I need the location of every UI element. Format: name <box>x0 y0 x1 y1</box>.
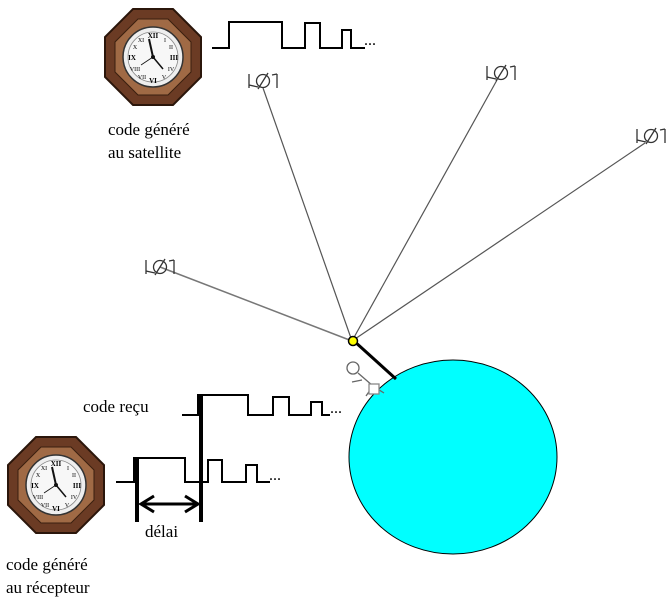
received-code-label: code reçu <box>83 397 149 416</box>
receiver-point <box>347 335 359 347</box>
receiver-code-waveform <box>116 457 270 483</box>
clock-icon <box>7 436 105 534</box>
satellite-icon <box>145 258 175 276</box>
received-code-ellipsis: ... <box>330 400 342 417</box>
receiver-mast <box>352 339 398 381</box>
clock-icon <box>104 8 202 106</box>
signal-line-2 <box>262 87 353 342</box>
delay-label: délai <box>145 522 179 541</box>
signal-line-3 <box>351 79 498 342</box>
satellite-code-label-line1: code généré <box>108 120 190 139</box>
received-code-waveform <box>182 394 330 416</box>
person-icon <box>346 361 385 397</box>
signal-line-4 <box>351 142 646 342</box>
receiver-code-ellipsis: ... <box>269 467 281 484</box>
receiver-code-label-line2: au récepteur <box>6 578 90 597</box>
satellite-icon <box>486 64 516 82</box>
delay-arrow <box>138 494 201 514</box>
earth-icon <box>348 359 558 555</box>
satellite-code-waveform <box>212 21 365 49</box>
signal-line-1 <box>159 266 353 342</box>
receiver-code-label-line1: code généré <box>6 555 88 574</box>
satellite-icon <box>636 127 666 145</box>
satellite-code-label-line2: au satellite <box>108 143 182 162</box>
satellite-code-ellipsis: ... <box>364 32 376 49</box>
satellite-icon <box>248 72 278 90</box>
